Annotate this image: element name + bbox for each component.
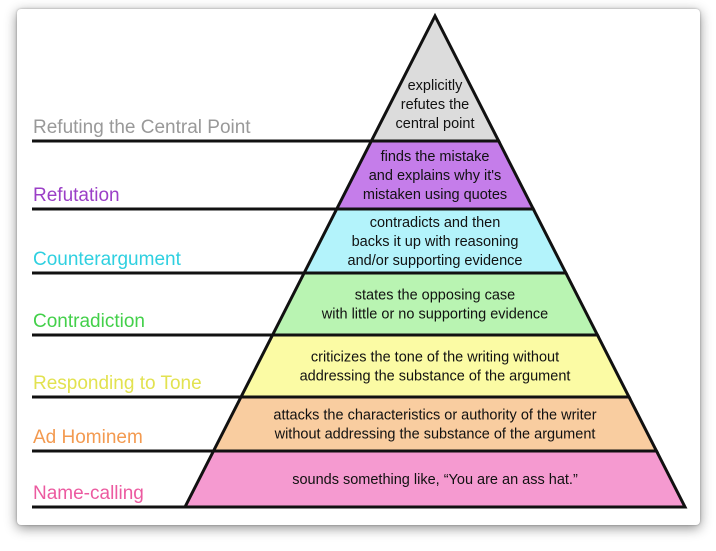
level-description-line: states the opposing case [355,288,515,304]
level-description-line: without addressing the substance of the … [274,427,596,443]
level-description-line: with little or no supporting evidence [321,307,549,323]
level-description-line: explicitly [408,78,464,94]
level-description: contradicts and then backs it up with rea… [348,215,523,269]
level-description-line: backs it up with reasoning [352,234,519,250]
pyramid-tier-6 [211,395,659,453]
level-label: Name-calling [33,483,144,504]
hierarchy-pyramid: Refuting the Central PointRefutationCoun… [32,12,688,509]
level-description: finds the mistake and explains why it's mi… [363,149,507,203]
level-description-line: and explains why it's [369,168,502,184]
level-label: Contradiction [33,311,145,332]
level-description-line: and/or supporting evidence [348,253,523,269]
pyramid-tier-5 [238,333,632,399]
pyramid-tier-7 [182,449,688,509]
level-label: Refuting the Central Point [33,117,251,138]
level-description-line: central point [396,116,475,132]
level-description: sounds something like, “You are an ass h… [292,472,578,488]
level-label: Counterargument [33,249,182,270]
level-description-line: mistaken using quotes [363,187,507,203]
level-description-line: attacks the characteristics or authority… [273,408,596,424]
level-description-line: addressing the substance of the argument [300,369,571,385]
level-label: Refutation [33,185,120,206]
level-description: states the opposing case with little or n… [321,288,549,323]
pyramid-tier-4 [270,271,600,337]
level-description: criticizes the tone of the writing witho… [300,350,571,385]
level-description: explicitly refutes the central point [396,78,475,132]
level-label: Responding to Tone [33,373,202,394]
level-description-line: finds the mistake [381,149,490,165]
level-description-line: refutes the [401,97,470,113]
level-description: attacks the characteristics or authority… [273,408,596,443]
level-description-line: criticizes the tone of the writing witho… [311,350,559,366]
level-description-line: contradicts and then [370,215,501,231]
level-description-line: sounds something like, “You are an ass h… [292,472,578,488]
level-label: Ad Hominem [33,427,143,448]
